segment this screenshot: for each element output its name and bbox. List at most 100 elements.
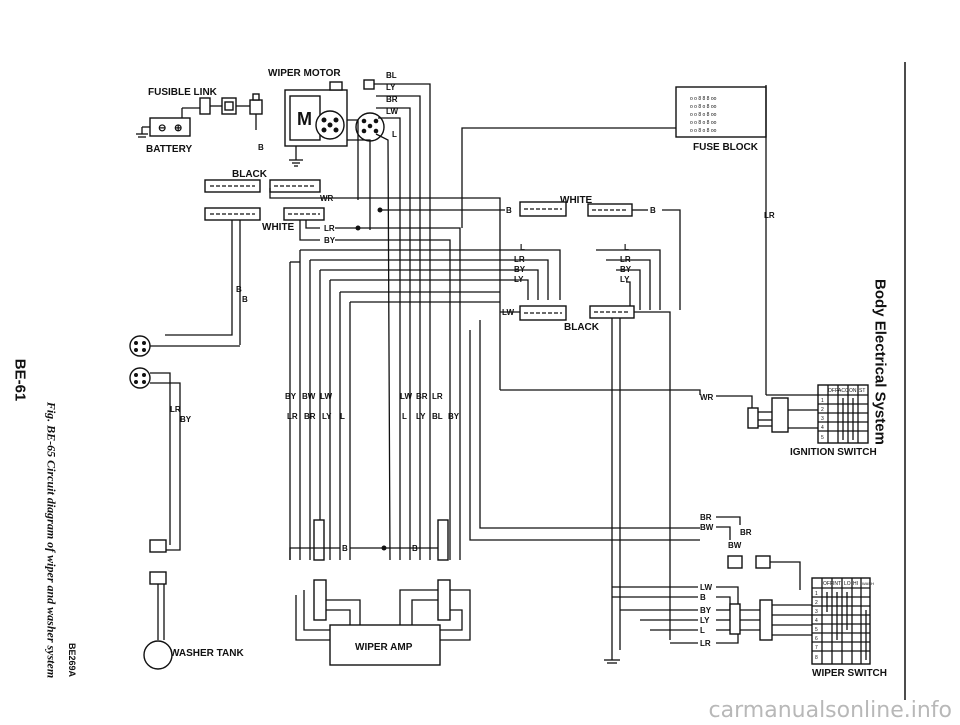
svg-text:B: B xyxy=(342,544,348,553)
ign-head-on: ON xyxy=(849,388,857,394)
white-connector-left xyxy=(204,207,325,221)
wire-label-lw: LW xyxy=(386,107,398,116)
svg-text:BR: BR xyxy=(416,392,428,401)
ignition-switch-connector xyxy=(747,397,789,433)
svg-text:LY: LY xyxy=(700,616,710,625)
ground-connector-1 xyxy=(129,335,151,357)
svg-text:B: B xyxy=(412,544,418,553)
svg-text:BR: BR xyxy=(304,412,316,421)
svg-text:L: L xyxy=(700,626,705,635)
svg-text:L: L xyxy=(340,412,345,421)
black-connector-right xyxy=(519,305,635,321)
ws-row-4: 4 xyxy=(815,618,818,624)
wiper-switch-connector-4 xyxy=(759,599,773,641)
ign-head-off: OFF xyxy=(828,388,838,394)
ws-row-6: 6 xyxy=(815,636,818,642)
svg-text:B: B xyxy=(242,295,248,304)
ignition-switch-table: OFF ACC ON ST 1 2 3 4 5 xyxy=(817,384,869,444)
ign-row-3: 3 xyxy=(821,416,824,422)
svg-text:B: B xyxy=(700,593,706,602)
black-connector-left xyxy=(204,179,321,193)
svg-text:BW: BW xyxy=(302,392,316,401)
ws-row-2: 2 xyxy=(815,600,818,606)
svg-text:BY: BY xyxy=(700,606,712,615)
fusible-link: FUSIBLE LINK B xyxy=(148,87,264,152)
figure-caption: Fig. BE-65 Circuit diagram of wiper and … xyxy=(44,401,59,679)
ws-head-off: OFF xyxy=(823,581,833,587)
wiper-switch-table: OFF INT LO HI WASH 1 2 3 4 5 6 7 8 xyxy=(811,577,874,665)
svg-text:WHITE: WHITE xyxy=(560,195,593,206)
amp-connector-left xyxy=(313,519,325,561)
watermark: carmanualsonline.info xyxy=(708,698,952,723)
washer-motor-connector xyxy=(129,367,151,389)
washer-tank-label: WASHER TANK xyxy=(170,648,244,659)
svg-text:BR: BR xyxy=(700,513,712,522)
svg-text:B: B xyxy=(236,285,242,294)
svg-text:⊕: ⊕ xyxy=(174,123,182,134)
svg-text:LW: LW xyxy=(700,583,712,592)
svg-text:LR: LR xyxy=(700,639,711,648)
ign-row-2: 2 xyxy=(821,407,824,413)
svg-text:BR: BR xyxy=(740,528,752,537)
wire-label-ly: LY xyxy=(386,83,396,92)
svg-text:LY: LY xyxy=(322,412,332,421)
white-connector-right xyxy=(519,201,633,217)
svg-text:B: B xyxy=(506,206,512,215)
battery: ⊖ ⊕ BATTERY xyxy=(136,117,192,155)
fuse-block-label: FUSE BLOCK xyxy=(693,142,759,153)
ign-row-1: 1 xyxy=(821,398,824,404)
wiper-switch-connector-1 xyxy=(727,555,743,569)
svg-text:o o 8 o 8 oo: o o 8 o 8 oo xyxy=(690,112,717,118)
wire-label-l: L xyxy=(392,130,397,139)
ws-row-1: 1 xyxy=(815,591,818,597)
page-number: BE-61 xyxy=(11,358,29,402)
svg-text:B: B xyxy=(650,206,656,215)
svg-text:B: B xyxy=(258,143,264,152)
svg-text:⊖: ⊖ xyxy=(158,123,166,134)
ignition-switch-label: IGNITION SWITCH xyxy=(790,447,877,458)
fuse-block: o o 8 8 8 oo o o 8 o 8 oo o o 8 o 8 oo o… xyxy=(675,86,767,153)
motor-connector xyxy=(355,79,385,142)
figure-code: BE269A xyxy=(67,642,77,678)
connector-white-label: WHITE xyxy=(262,222,295,233)
motor-symbol: M xyxy=(297,109,312,129)
svg-text:LW: LW xyxy=(320,392,332,401)
wire-label-wr: WR xyxy=(320,194,334,203)
svg-text:o o 8 8 8 oo: o o 8 8 8 oo xyxy=(690,96,717,102)
ign-head-st: ST xyxy=(859,388,865,394)
washer-tank-icon xyxy=(143,640,173,670)
wiper-switch-connector-3 xyxy=(729,603,741,635)
svg-text:BY: BY xyxy=(180,415,192,424)
ws-head-wash: WASH xyxy=(862,581,874,586)
svg-text:LR: LR xyxy=(764,211,775,220)
wiper-amp: WIPER AMP xyxy=(295,579,471,666)
svg-text:BY: BY xyxy=(285,392,297,401)
svg-text:BW: BW xyxy=(728,541,742,550)
wire-label-bl: BL xyxy=(386,71,397,80)
svg-text:L: L xyxy=(624,243,629,252)
svg-text:BW: BW xyxy=(700,523,714,532)
fusible-link-label: FUSIBLE LINK xyxy=(148,87,218,98)
svg-text:LR: LR xyxy=(287,412,298,421)
battery-label: BATTERY xyxy=(146,144,192,155)
svg-text:L: L xyxy=(402,412,407,421)
wiper-motor-label: WIPER MOTOR xyxy=(268,68,341,79)
svg-text:LY: LY xyxy=(620,275,630,284)
wiper-motor: WIPER MOTOR M xyxy=(268,68,348,167)
svg-text:o o 8 o 8 oo: o o 8 o 8 oo xyxy=(690,120,717,126)
svg-text:BLACK: BLACK xyxy=(564,322,600,333)
svg-text:o o 8 o 8 oo: o o 8 o 8 oo xyxy=(690,104,717,110)
svg-text:BY: BY xyxy=(448,412,460,421)
ws-row-7: 7 xyxy=(815,645,818,651)
ign-row-4: 4 xyxy=(821,425,824,431)
section-title: Body Electrical System xyxy=(871,279,889,445)
ign-head-acc: ACC xyxy=(838,388,849,394)
wiper-switch-label: WIPER SWITCH xyxy=(812,668,887,679)
amp-connector-right xyxy=(437,519,449,561)
wiper-amp-label: WIPER AMP xyxy=(355,642,413,653)
washer-connector-2 xyxy=(149,571,167,585)
ws-head-hi: HI xyxy=(853,581,858,587)
svg-text:LW: LW xyxy=(400,392,412,401)
svg-text:L: L xyxy=(520,243,525,252)
